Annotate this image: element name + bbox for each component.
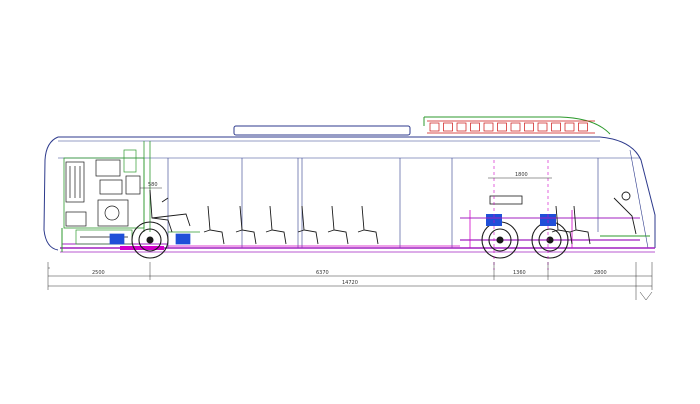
rack-cell [470,122,480,132]
dim-overall-length: 14720 [342,280,358,286]
passenger-seats [203,205,591,245]
rack-cell [443,122,453,132]
dim-rear-overhang: 2800 [594,270,607,276]
passenger-seat [551,205,573,245]
rack-cell [537,122,548,132]
front-steering [600,191,650,237]
rack-cell [564,122,575,132]
dim-wheelbase: 6370 [316,270,329,276]
roof-hatch [233,125,411,136]
dim-axle-spacing: 1360 [513,270,526,276]
dimension-lines [47,177,653,290]
rack-cell [429,122,440,132]
passenger-seat [235,205,257,245]
rack-cell [456,122,467,132]
front-wheel [131,221,169,259]
passenger-seat [569,205,591,245]
height-marker [635,262,653,301]
driver-seat [149,189,191,233]
body-outline [43,136,656,251]
passenger-seat [203,205,225,245]
passenger-seat [297,205,319,245]
engine-compartment [63,141,191,250]
roof-rack [427,120,595,134]
rack-cell [483,122,494,132]
dim-axle-top: 1800 [515,172,528,178]
dim-front-detail: 580 [148,182,158,188]
rack-cell [578,122,588,132]
dim-front-overhang: 2500 [92,270,105,276]
rack-cell [497,122,507,132]
rack-cell [524,122,534,132]
passenger-seat [357,205,379,245]
rack-cell [551,122,561,132]
passenger-seat [265,205,287,245]
roof-ac-unit [423,116,611,135]
passenger-seat [327,205,349,245]
rack-cell [510,122,521,132]
axle-reference-lines [493,160,549,270]
